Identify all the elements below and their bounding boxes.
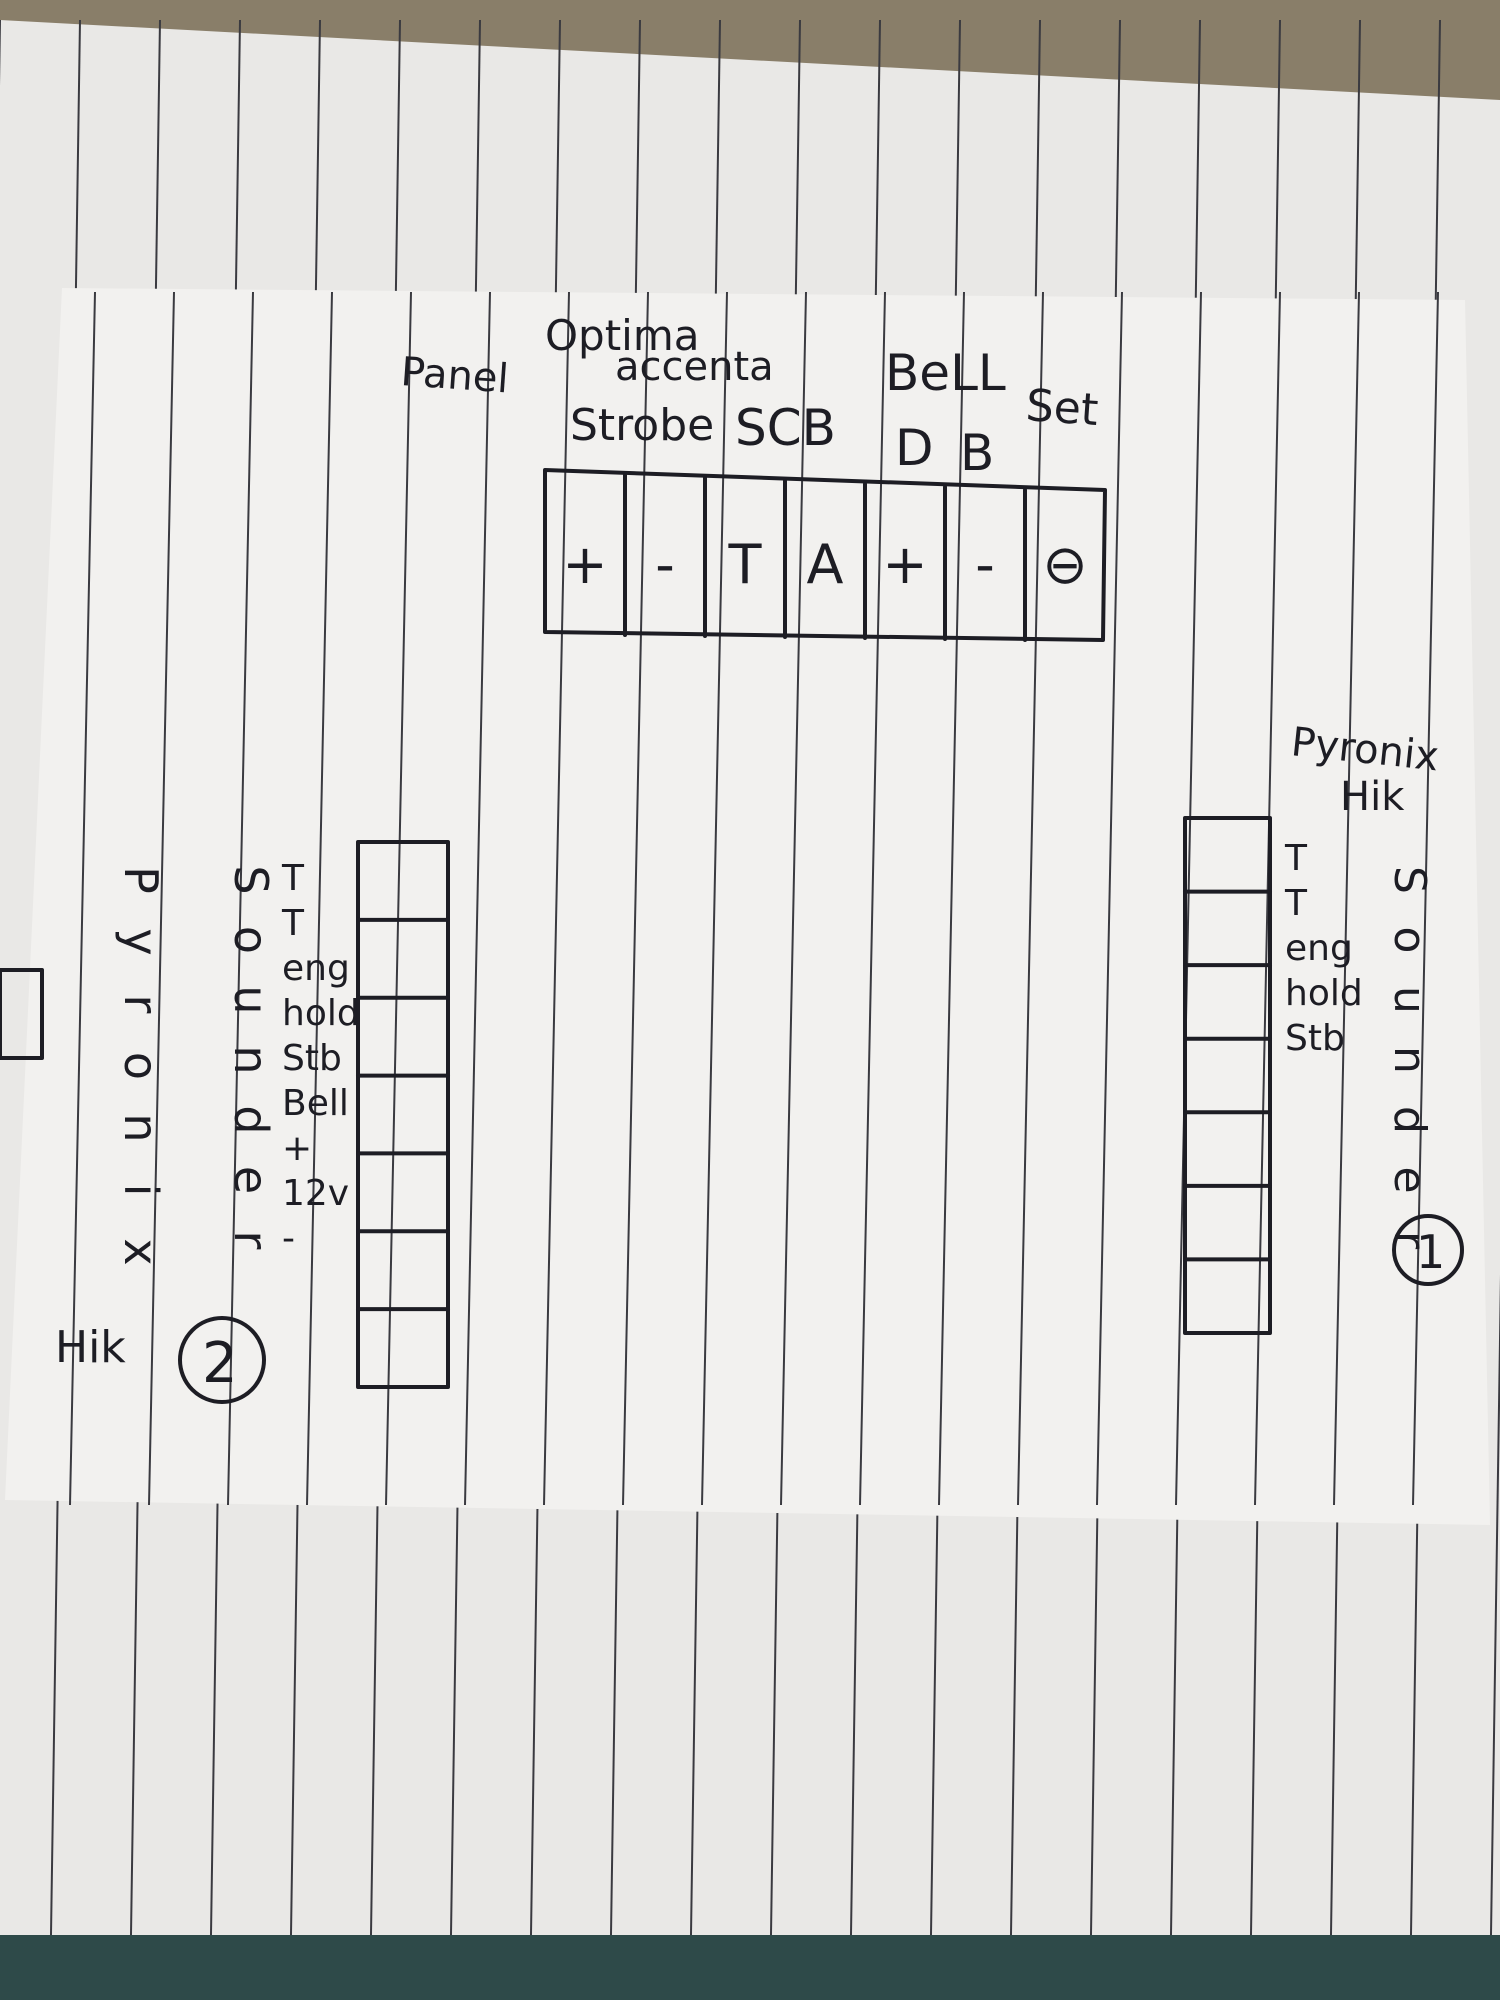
brand-line-1: Optima xyxy=(545,311,700,360)
sounder-2-number: 2 xyxy=(202,1331,238,1396)
sounder-2-vertical-letter: o xyxy=(224,926,278,954)
terminal-cell: ⊖ xyxy=(1042,533,1087,596)
page-rule-line xyxy=(148,291,175,1506)
page-rule-line xyxy=(780,291,807,1506)
page-rule-line xyxy=(938,291,965,1506)
page-rule-line xyxy=(306,291,333,1506)
bell-d-header: D xyxy=(895,419,934,477)
sounder-1-vertical-letter: o xyxy=(1384,927,1435,954)
terminal-cell: A xyxy=(807,533,844,596)
sounder-2-terminal-label: + xyxy=(282,1128,312,1169)
page-rule-line xyxy=(227,291,254,1506)
sounder-2-terminal-label: eng xyxy=(282,948,350,989)
sounder-2-terminal-label: Stb xyxy=(282,1038,342,1079)
sounder-2-terminal-label: Bell xyxy=(282,1083,349,1124)
sounder-1-terminal-label: eng xyxy=(1285,928,1353,969)
sounder-2-vertical-letter: S xyxy=(224,865,278,894)
sounder-2-vertical-letter: n xyxy=(224,1045,278,1074)
sounder-2-vertical-brand-letter: y xyxy=(114,928,168,955)
bell-b-header: B xyxy=(960,424,994,482)
page-rule-line xyxy=(859,291,886,1506)
sounder-2-terminal-label: T xyxy=(281,858,305,899)
sounder-2-terminal-label: 12v xyxy=(282,1173,349,1214)
sounder-2-vertical-brand-letter: r xyxy=(114,995,168,1014)
page-rule-line xyxy=(1017,291,1044,1506)
sounder-1-terminal-label: Stb xyxy=(1285,1018,1345,1059)
page-rule-line xyxy=(1096,291,1123,1506)
sounder-2-terminal-label: hold xyxy=(282,993,360,1034)
terminal-cell: - xyxy=(655,533,675,596)
upper-page-rules xyxy=(69,291,1439,1506)
sounder-1-title-line-2: Hik xyxy=(1340,774,1405,820)
terminal-cell: - xyxy=(975,533,995,596)
sounder-2-vertical-brand-letter: i xyxy=(114,1184,168,1197)
wiring-diagram-page: Panel Optima accenta BeLL Set Strobe SCB… xyxy=(0,288,1490,1525)
terminal-cell: T xyxy=(728,533,763,596)
sounder-1-number: 1 xyxy=(1416,1225,1445,1279)
set-label: Set xyxy=(1024,380,1100,436)
sounder-2-vertical-letter: d xyxy=(224,1105,278,1134)
page-rule-line xyxy=(1412,291,1439,1506)
sounder-1-terminal-label: T xyxy=(1284,838,1308,879)
sounder-2-hik: Hik xyxy=(55,1322,126,1373)
left-edge-tab xyxy=(0,968,44,1060)
page-rule-line xyxy=(1254,291,1281,1506)
sounder-2-number-circle xyxy=(178,1316,266,1404)
bell-label: BeLL xyxy=(885,344,1006,402)
sounder-2-vertical-letter: u xyxy=(224,985,278,1014)
page-rule-line xyxy=(464,291,491,1506)
terminal-cell: + xyxy=(562,533,607,596)
page-rule-line xyxy=(701,291,728,1506)
sounder-2-terminal-block xyxy=(356,840,450,1389)
page-rule-line xyxy=(69,291,96,1506)
brand-line-2: accenta xyxy=(615,344,774,390)
page-rule-line xyxy=(543,291,570,1506)
sounder-1-vertical-letter: S xyxy=(1384,866,1435,894)
sounder-2-vertical-brand-letter: P xyxy=(114,866,168,894)
lower-rule-line xyxy=(1489,1273,1500,2000)
sounder-2-vertical-brand-letter: x xyxy=(114,1238,168,1265)
sounder-2-vertical-brand-letter: o xyxy=(114,1052,168,1080)
strobe-header: Strobe xyxy=(570,400,714,451)
sounder-2-vertical-letter: e xyxy=(224,1166,278,1194)
sounder-1-terminal-label: T xyxy=(1284,883,1308,924)
page-rule-line xyxy=(1333,291,1360,1506)
panel-label: Panel xyxy=(399,349,510,402)
sounder-1-vertical-letter: e xyxy=(1384,1166,1435,1193)
sounder-1-vertical-letter: u xyxy=(1384,986,1435,1014)
teal-cover-edge xyxy=(0,1935,1500,2000)
sounder-1-terminal-block xyxy=(1183,816,1272,1335)
terminal-cell: + xyxy=(882,533,927,596)
scb-header: SCB xyxy=(735,399,836,457)
page-rule-line xyxy=(622,291,649,1506)
sounder-2-vertical-brand-letter: n xyxy=(114,1113,168,1142)
sounder-2-vertical-letter: r xyxy=(224,1231,278,1250)
sounder-1-vertical-letter: n xyxy=(1384,1046,1435,1074)
sounder-2-terminal-label: - xyxy=(282,1218,295,1259)
page-rule-line xyxy=(385,291,412,1506)
page-rule-line xyxy=(1175,291,1202,1506)
sounder-1-number-circle xyxy=(1392,1214,1464,1286)
sounder-1-terminal-label: hold xyxy=(1285,973,1363,1014)
sounder-2-terminal-label: T xyxy=(281,903,305,944)
sounder-1-vertical-letter: d xyxy=(1384,1106,1435,1134)
